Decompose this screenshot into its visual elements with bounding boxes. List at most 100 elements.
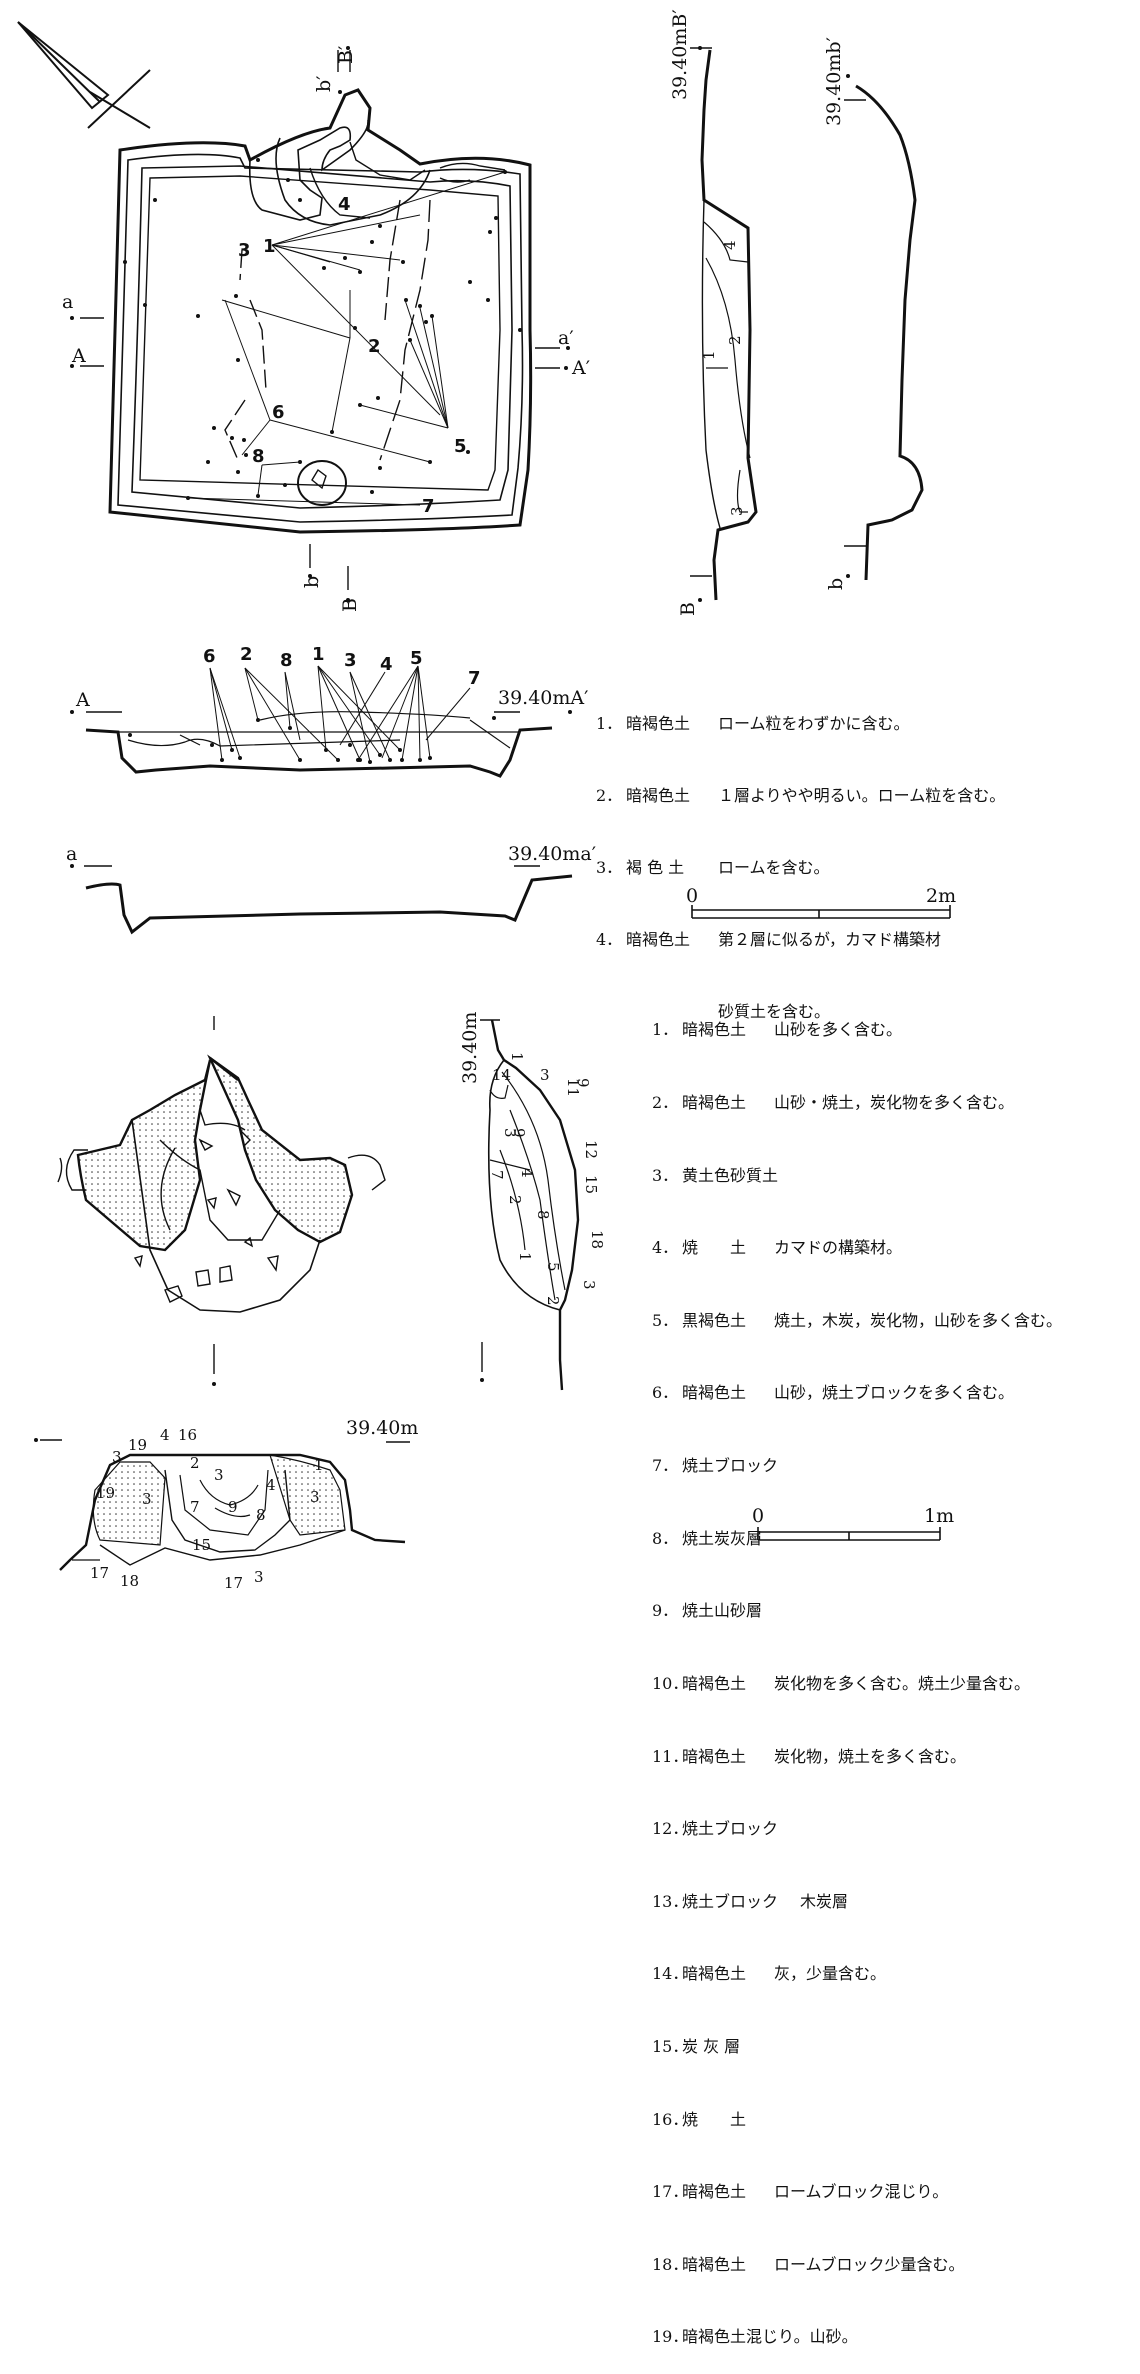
svg-text:8: 8 [252,446,265,467]
legend-row: 砂質土を含む。 [718,1002,831,1021]
feature-drawing: 1 2 3 4 5 6 7 8 a A a′ A′ B′ b′ b B 39.4… [17,9,956,1590]
svg-text:2: 2 [544,1296,562,1306]
section-b-elevation: 39.40mb′ [823,37,845,126]
kamado-side-numbers: 1 14 3 11 9 3 9 7 4 2 8 12 15 18 1 5 3 2 [488,1052,606,1306]
svg-text:4: 4 [338,194,351,215]
north-arrow-icon [17,21,151,129]
svg-text:4: 4 [160,1426,170,1444]
legend-row: 18．暗褐色土ロームブロック少量含む。 [652,2254,965,2274]
plan-layer-numbers: 1 2 3 4 5 6 7 8 [238,194,467,517]
svg-text:9: 9 [510,1128,528,1138]
legend-row: 19．暗褐色土混じり。山砂。 [652,2327,858,2347]
svg-text:2: 2 [240,644,253,665]
svg-text:4: 4 [518,1168,536,1178]
svg-text:4: 4 [380,654,393,675]
legend-row: 5．黒褐色土焼土，木炭，炭化物，山砂を多く含む。 [652,1310,1063,1330]
svg-text:1: 1 [508,1052,526,1062]
kamado-front-numbers: 3 19 4 16 2 3 4 1 19 3 7 9 8 3 15 17 18 … [90,1426,324,1590]
svg-text:7: 7 [422,496,435,517]
legend-row: 13．焼土ブロック木炭層 [652,1891,849,1911]
svg-text:3: 3 [254,1568,264,1586]
kamado-front-elevation: 39.40m [346,1417,418,1439]
label-B-bottom: B [677,602,699,616]
section-b [844,84,924,581]
svg-text:18: 18 [588,1230,606,1249]
svg-text:5: 5 [454,436,467,457]
svg-text:3: 3 [142,1490,152,1508]
svg-text:14: 14 [492,1066,511,1084]
section-B-elevation: 39.40mB′ [669,9,691,100]
svg-text:9: 9 [228,1498,238,1516]
legend-row: 17．暗褐色土ロームブロック混じり。 [652,2182,949,2202]
scale-bottom-zero: 0 [752,1505,764,1527]
section-markers [80,50,560,590]
legend-row: 1．暗褐色土ローム粒をわずかに含む。 [596,714,910,733]
svg-text:17: 17 [90,1564,109,1582]
legend-row: 16．焼 土 [652,2109,747,2129]
svg-text:1: 1 [263,236,276,257]
svg-text:1: 1 [516,1252,534,1262]
svg-text:15: 15 [192,1536,211,1554]
svg-text:2: 2 [190,1454,200,1472]
svg-text:3: 3 [238,240,251,261]
svg-text:15: 15 [582,1175,600,1194]
svg-text:9: 9 [574,1078,592,1088]
section-a-left-label: a [66,843,77,865]
svg-text:11: 11 [564,1078,582,1097]
kamado-plan [57,1016,386,1374]
legend-row: 4．焼 土カマドの構築材。 [652,1238,903,1258]
svg-text:7: 7 [488,1170,506,1180]
label-A-prime: A′ [571,357,590,379]
label-b-prime: b′ [313,76,335,92]
legend-row: 9．焼土山砂層 [652,1601,763,1621]
section-A [85,665,553,778]
svg-text:1: 1 [312,644,325,665]
scale-top-end: 2m [926,885,956,907]
svg-text:12: 12 [582,1140,600,1159]
label-B: B [339,598,361,612]
svg-text:4: 4 [266,1476,276,1494]
scale-bar-2m [691,905,951,919]
svg-text:6: 6 [272,402,285,423]
section-A-left-label: A [75,689,90,711]
legend-row: 7．焼土ブロック [652,1456,779,1476]
label-a: a [62,291,73,313]
legend-kamado: 1．暗褐色土山砂を多く含む。 2．暗褐色土山砂・焼土，炭化物を多く含む。 3．黄… [652,970,1062,2374]
section-B [690,47,758,601]
label-b: b [301,576,323,588]
svg-text:1: 1 [314,1456,324,1474]
svg-text:5: 5 [544,1262,562,1272]
legend-row: 4．暗褐色土第２層に似るが，カマド構築材 [596,930,942,949]
kamado-front-section [40,1439,410,1571]
section-A-numbers: 6 2 8 1 3 4 5 7 [203,644,481,689]
artifact-points [123,158,522,500]
section-B-numbers: 4 2 1 3 [700,240,746,516]
legend-row: 11．暗褐色土炭化物，焼土を多く含む。 [652,1746,967,1766]
svg-text:17: 17 [224,1574,243,1590]
svg-text:3: 3 [310,1488,320,1506]
svg-text:6: 6 [203,646,216,667]
legend-row: 14．暗褐色土灰，少量含む。 [652,1964,887,1984]
legend-row: 10．暗褐色土炭化物を多く含む。焼土少量含む。 [652,1673,1031,1693]
legend-row: 2．暗褐色土山砂・焼土，炭化物を多く含む。 [652,1093,1015,1113]
svg-text:2: 2 [726,335,744,345]
svg-text:16: 16 [178,1426,197,1444]
legend-row: 3．黄土色砂質土 [652,1165,779,1185]
scale-bar-1m [757,1527,941,1541]
label-b-bottom: b [825,578,847,590]
svg-text:7: 7 [468,668,481,689]
label-B-prime: B′ [335,46,357,64]
svg-text:7: 7 [190,1498,200,1516]
kamado-side-elevation: 39.40m [459,1012,481,1084]
svg-text:18: 18 [120,1572,139,1590]
section-A-points [70,710,572,764]
svg-text:2: 2 [368,336,381,357]
label-a-prime: a′ [558,327,574,349]
svg-text:3: 3 [540,1066,550,1084]
section-a-elevation: 39.40ma′ [508,843,596,865]
svg-text:3: 3 [214,1466,224,1484]
legend-row: 3．褐 色 土ロームを含む。 [596,858,830,877]
legend-row: 15．炭 灰 層 [652,2036,741,2056]
